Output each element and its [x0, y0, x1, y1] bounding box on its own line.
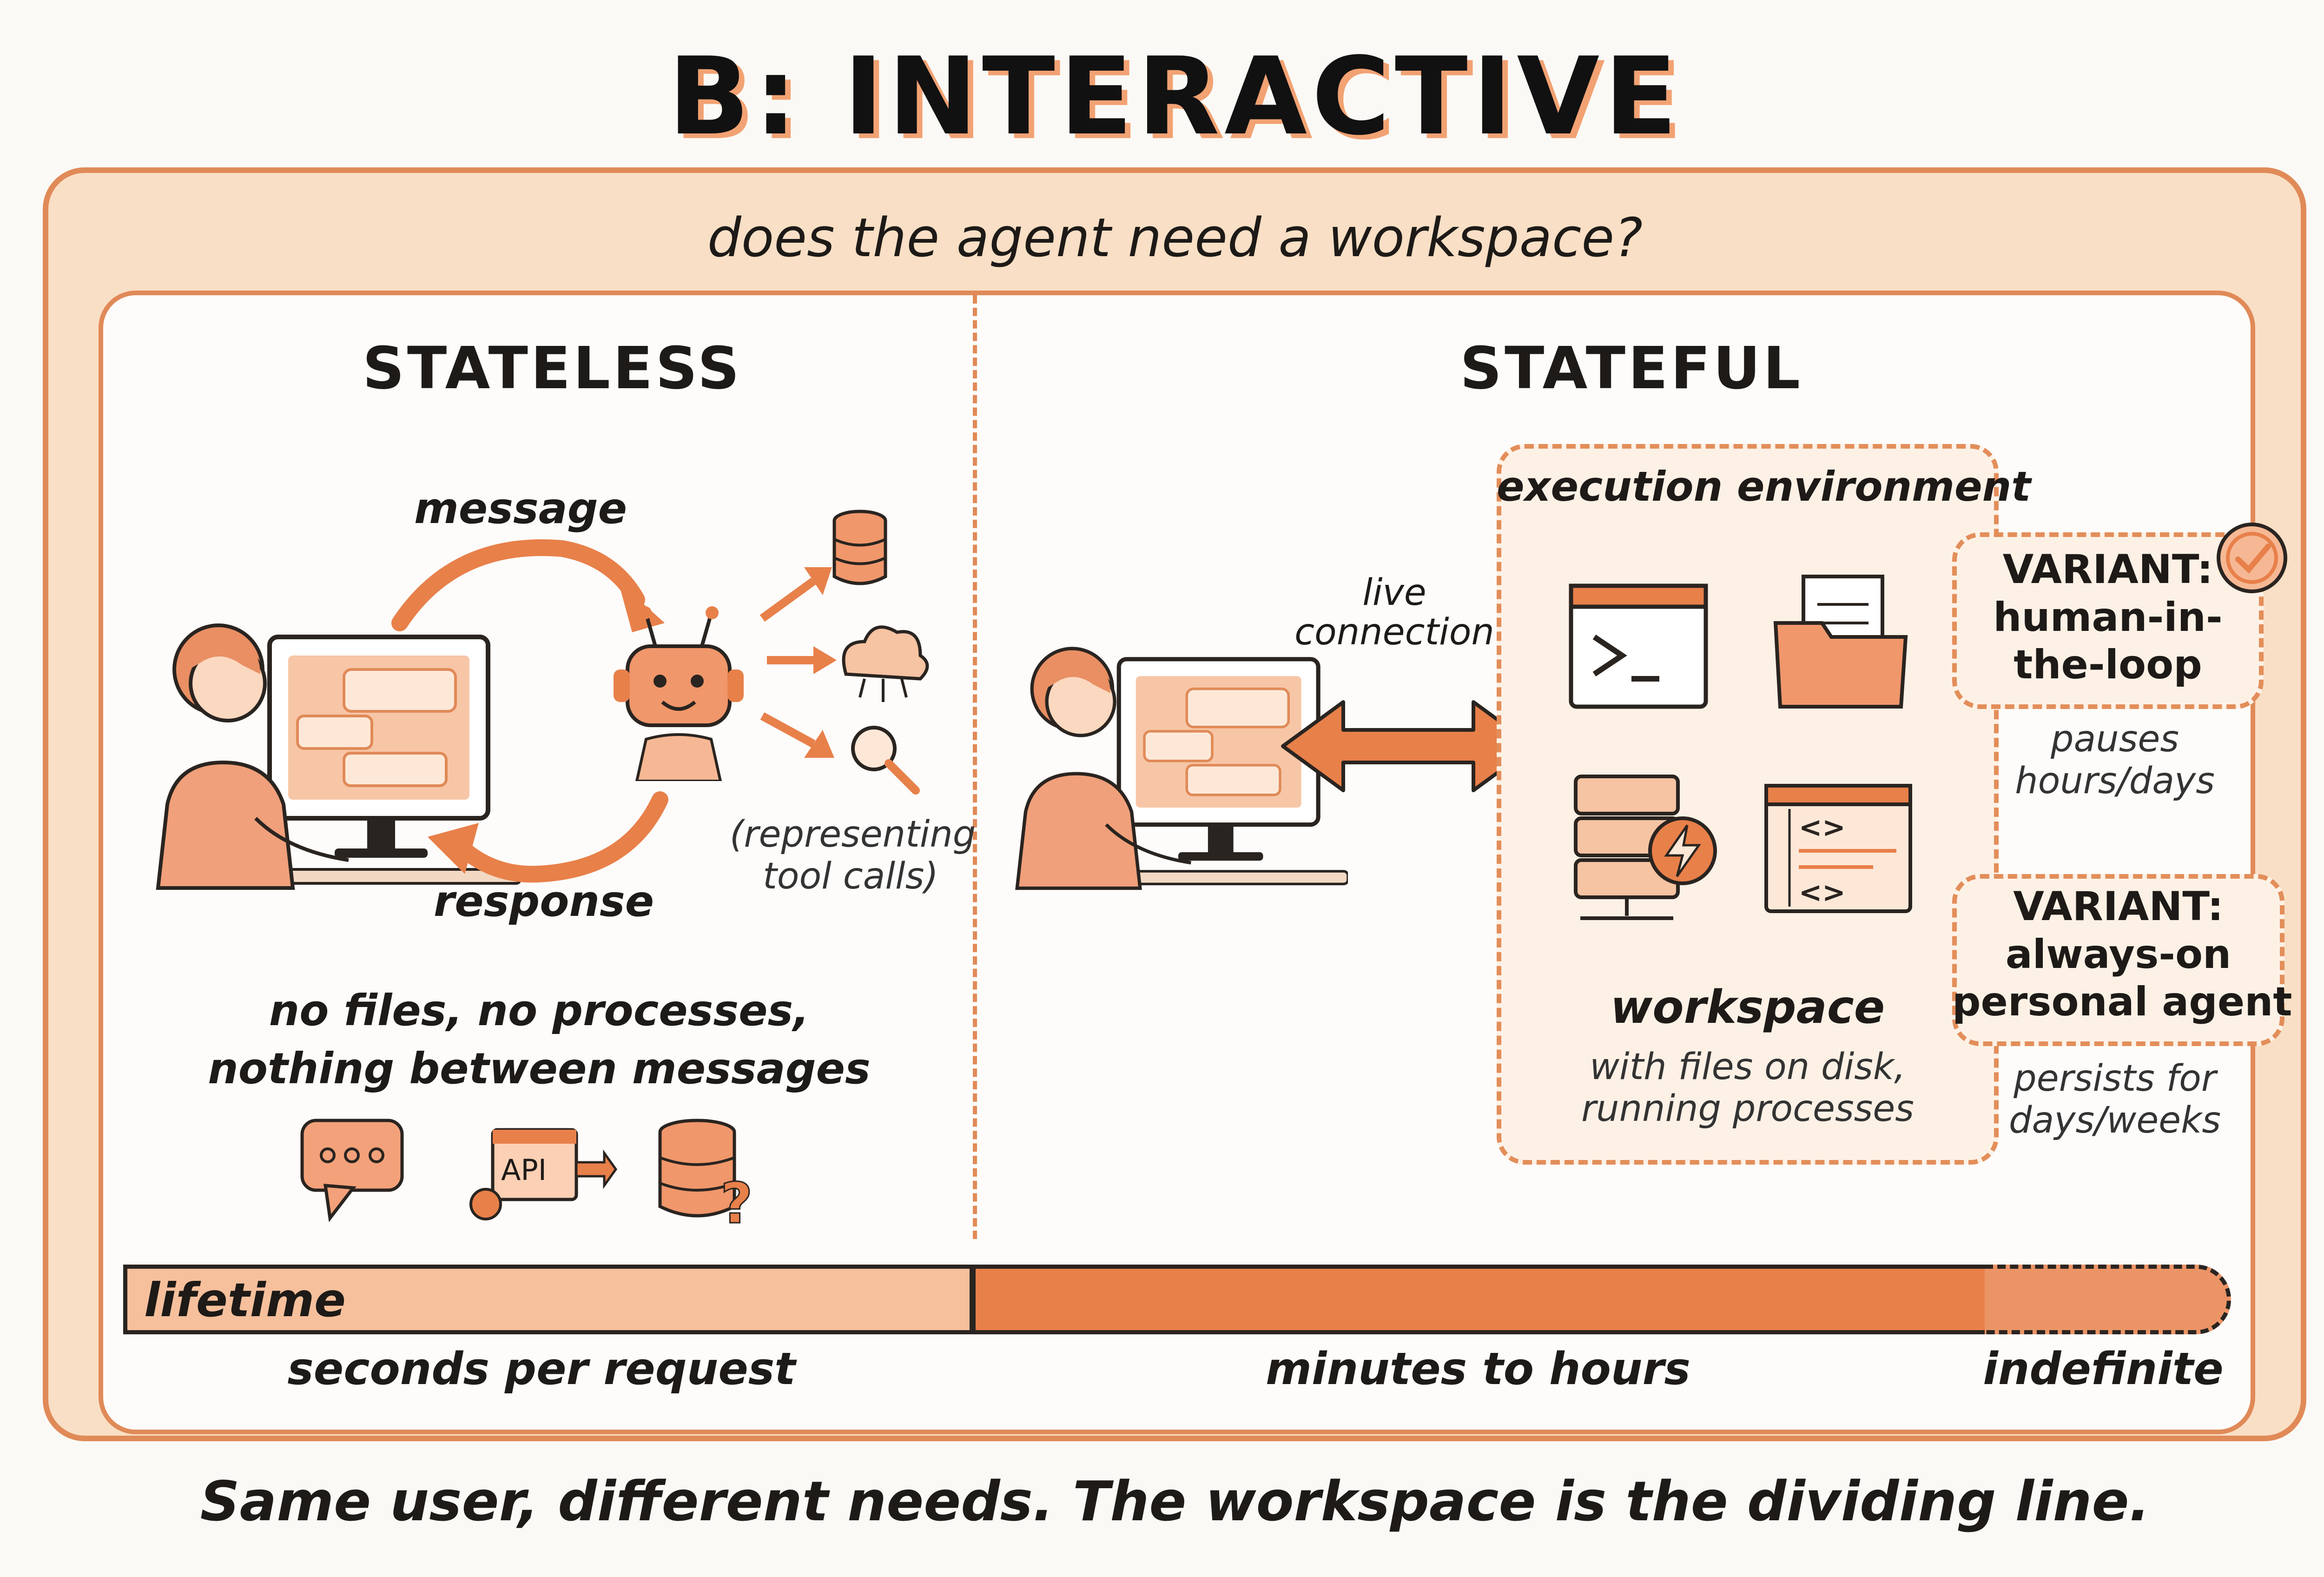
workspace-title: workspace — [1610, 981, 1885, 1034]
api-icon-label: API — [501, 1153, 547, 1187]
terminal-icon — [1569, 583, 1708, 709]
variant-2-line1: VARIANT: — [2013, 883, 2224, 930]
live-connection-line2: connection — [1294, 611, 1494, 653]
svg-text:<>: <> — [1799, 876, 1846, 909]
lifetime-indefinite-label: indefinite — [1983, 1344, 2224, 1395]
response-arrow — [428, 791, 668, 883]
stateless-summary-line2: nothing between messages — [208, 1044, 871, 1093]
footer-caption: Same user, different needs. The workspac… — [200, 1469, 2150, 1533]
workspace-sub-line1: with files on disk, — [1590, 1046, 1906, 1088]
lifetime-bar-stateful — [971, 1265, 1989, 1334]
variant-always-on-box — [1952, 874, 2284, 1046]
message-label: message — [414, 484, 627, 533]
api-icon: API — [465, 1125, 618, 1223]
svg-text:?: ? — [720, 1172, 753, 1230]
server-bolt-icon — [1574, 775, 1717, 920]
tool-note-line2: tool calls) — [763, 855, 938, 897]
workspace-question: does the agent need a workspace? — [707, 207, 1643, 269]
variant-2-line2: always-on — [2005, 931, 2232, 978]
diagram-title: B: INTERACTIVE — [668, 35, 1682, 159]
stateless-heading: STATELESS — [363, 335, 742, 402]
folder-icon — [1773, 575, 1908, 709]
variant-1-line2: human-in- — [1993, 594, 2223, 641]
response-label: response — [433, 876, 654, 926]
code-editor-icon: <> <> — [1764, 784, 1912, 913]
variant-2-note-line1: persists for — [2014, 1058, 2216, 1100]
tool-calls-illustration — [759, 510, 929, 795]
variant-human-in-the-loop-box — [1952, 532, 2264, 709]
lifetime-bar-indefinite — [1985, 1265, 2231, 1334]
lifetime-minutes-label: minutes to hours — [1266, 1344, 1690, 1395]
stateless-summary-line1: no files, no processes, — [269, 986, 810, 1035]
user-at-computer-illustration — [156, 623, 521, 890]
lifetime-seconds-label: seconds per request — [287, 1344, 796, 1395]
workspace-sub-line2: running processes — [1581, 1088, 1914, 1130]
execution-environment-title: execution environment — [1497, 463, 2031, 510]
agent-robot-icon — [614, 606, 744, 781]
checkmark-badge-icon — [2217, 523, 2287, 593]
database-question-icon: ? — [658, 1119, 753, 1230]
tool-note-line1: (representing — [730, 814, 976, 855]
user-at-computer-illustration-stateful — [1015, 647, 1348, 890]
chat-bubble-icon — [300, 1119, 404, 1222]
svg-text:<>: <> — [1799, 811, 1846, 844]
stateless-stateful-divider — [973, 295, 977, 1239]
live-connection-line1: live — [1362, 572, 1426, 614]
variant-1-note-line1: pauses — [2050, 718, 2179, 760]
variant-1-note-line2: hours/days — [2015, 760, 2215, 802]
stateful-heading: STATEFUL — [1460, 335, 1803, 402]
variant-1-line1: VARIANT: — [2002, 546, 2213, 593]
lifetime-bar-stateless — [123, 1265, 974, 1334]
message-arrow — [391, 539, 665, 632]
variant-1-line3: the-loop — [2014, 642, 2202, 688]
lifetime-label: lifetime — [144, 1273, 346, 1327]
variant-2-line3: personal agent — [1952, 979, 2292, 1025]
variant-2-note-line2: days/weeks — [2009, 1100, 2221, 1141]
